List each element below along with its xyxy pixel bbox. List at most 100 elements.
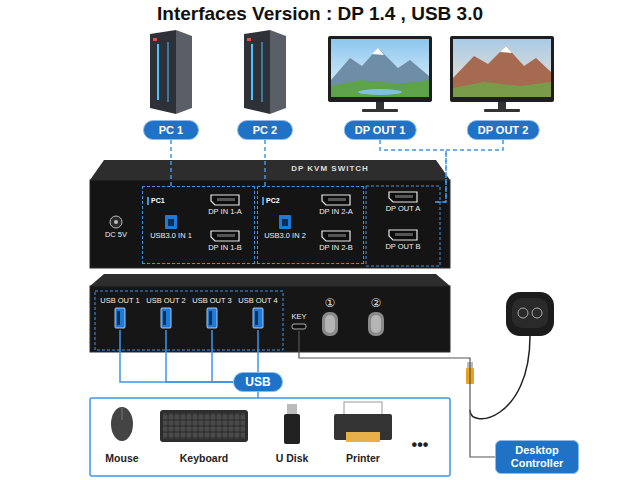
port: USB3.0 IN 1 xyxy=(146,213,196,241)
dp-icon xyxy=(211,195,239,205)
usba-icon xyxy=(206,307,218,329)
desktop-controller-puck xyxy=(470,292,554,419)
kvm-back-housing xyxy=(90,160,450,180)
monitor xyxy=(331,39,429,97)
mouse-icon xyxy=(122,408,123,420)
dp-icon xyxy=(322,195,350,205)
port-label: USB OUT 3 xyxy=(192,296,231,306)
label-pill: PC 2 xyxy=(237,120,293,140)
desktop-controller-puck xyxy=(518,308,528,318)
kvm-front-housing xyxy=(90,274,450,352)
monitor xyxy=(500,46,512,53)
title-text: Interfaces Version : DP 1.4 , USB 3.0 xyxy=(0,2,640,26)
usba-icon xyxy=(163,311,166,325)
dashed-connector xyxy=(380,140,446,202)
monitor xyxy=(450,36,554,102)
label-slot: Keyboard xyxy=(180,452,228,465)
label-pill: USB xyxy=(233,372,283,392)
micro-icon xyxy=(291,323,307,330)
dp-icon xyxy=(217,234,235,237)
btn-icon xyxy=(322,312,338,336)
pc-tower xyxy=(157,44,159,100)
dp-icon xyxy=(328,198,346,201)
port-label: DC 5V xyxy=(105,230,127,240)
pc-tower xyxy=(251,44,253,100)
port: DP OUT B xyxy=(371,228,435,252)
dp-icon xyxy=(328,234,346,237)
port: ② xyxy=(362,296,390,338)
dp-icon xyxy=(389,192,417,202)
keyboard-icon xyxy=(163,413,245,439)
dp-icon xyxy=(321,230,351,242)
input-port-group: PC2USB3.0 IN 2DP IN 2-ADP IN 2-B xyxy=(257,186,364,264)
port-label: USB OUT 2 xyxy=(146,296,185,306)
usba-icon xyxy=(114,307,126,329)
pc-tower xyxy=(168,42,169,102)
printer-icon xyxy=(334,402,392,442)
usba-icon xyxy=(253,308,263,328)
desktop-controller-puck xyxy=(470,336,530,419)
dp-icon xyxy=(389,230,417,240)
pc-tower xyxy=(176,30,192,114)
usba-icon xyxy=(255,311,258,325)
monitor xyxy=(362,109,398,112)
usbb-icon xyxy=(168,219,174,226)
mouse-icon xyxy=(111,407,133,441)
pill-label: USB xyxy=(245,375,270,389)
monitor xyxy=(372,48,384,55)
more-dots: ••• xyxy=(412,436,429,454)
group-label: PC1 xyxy=(147,197,165,205)
dp-icon xyxy=(210,230,240,242)
monitor xyxy=(358,89,402,95)
label-pill: DP OUT 2 xyxy=(467,120,540,140)
pc-tower xyxy=(247,38,251,41)
device-panel xyxy=(257,392,259,398)
port-label: KEY xyxy=(291,312,306,322)
label-pill: DP OUT 1 xyxy=(344,120,417,140)
port: USB OUT 4 xyxy=(238,296,278,330)
port: DP IN 1-A xyxy=(200,193,250,217)
dp-icon xyxy=(395,195,413,198)
monitor xyxy=(328,36,432,102)
port-label: USB3.0 IN 1 xyxy=(150,231,192,241)
btn-icon xyxy=(368,312,384,336)
device-caption: U Disk xyxy=(276,452,309,465)
port: USB3.0 IN 2 xyxy=(261,213,309,241)
device-caption: Mouse xyxy=(105,452,138,465)
pc-tower xyxy=(270,30,286,114)
kvm-front-housing xyxy=(95,291,283,350)
usba-icon xyxy=(209,311,212,325)
kvm-back-housing xyxy=(366,186,440,266)
usba-icon xyxy=(207,308,217,328)
usba-icon xyxy=(160,307,172,329)
monitor xyxy=(498,102,506,110)
pc-tower xyxy=(244,30,286,114)
usb-connector xyxy=(120,330,233,382)
port-label: USB OUT 4 xyxy=(238,296,277,306)
label-slot: DP KVM SWITCH xyxy=(291,164,369,174)
kvm-back-housing xyxy=(90,180,450,268)
usbb-icon xyxy=(278,214,292,230)
usb-connector xyxy=(212,330,233,382)
pc-tower xyxy=(153,38,157,41)
port: USB OUT 1 xyxy=(100,296,140,330)
dp-icon xyxy=(321,194,351,206)
label-slot: Mouse xyxy=(105,452,138,465)
controller-pill: Desktop Controller xyxy=(495,440,579,474)
pc-tower xyxy=(262,42,263,102)
label-slot: U Disk xyxy=(276,452,309,465)
keyboard-icon xyxy=(160,410,248,442)
monitor xyxy=(331,80,429,97)
usba-icon xyxy=(161,308,171,328)
device-caption: Printer xyxy=(346,452,380,465)
monitor xyxy=(328,36,432,112)
kvm-front-housing xyxy=(90,286,450,352)
device-caption: Keyboard xyxy=(180,452,228,465)
dc-icon xyxy=(114,220,118,224)
dashed-connector xyxy=(264,140,266,186)
port: USB OUT 3 xyxy=(192,296,232,330)
usb-disk-icon xyxy=(284,414,300,444)
monitor xyxy=(453,46,551,97)
port-label: DP OUT B xyxy=(385,242,420,252)
